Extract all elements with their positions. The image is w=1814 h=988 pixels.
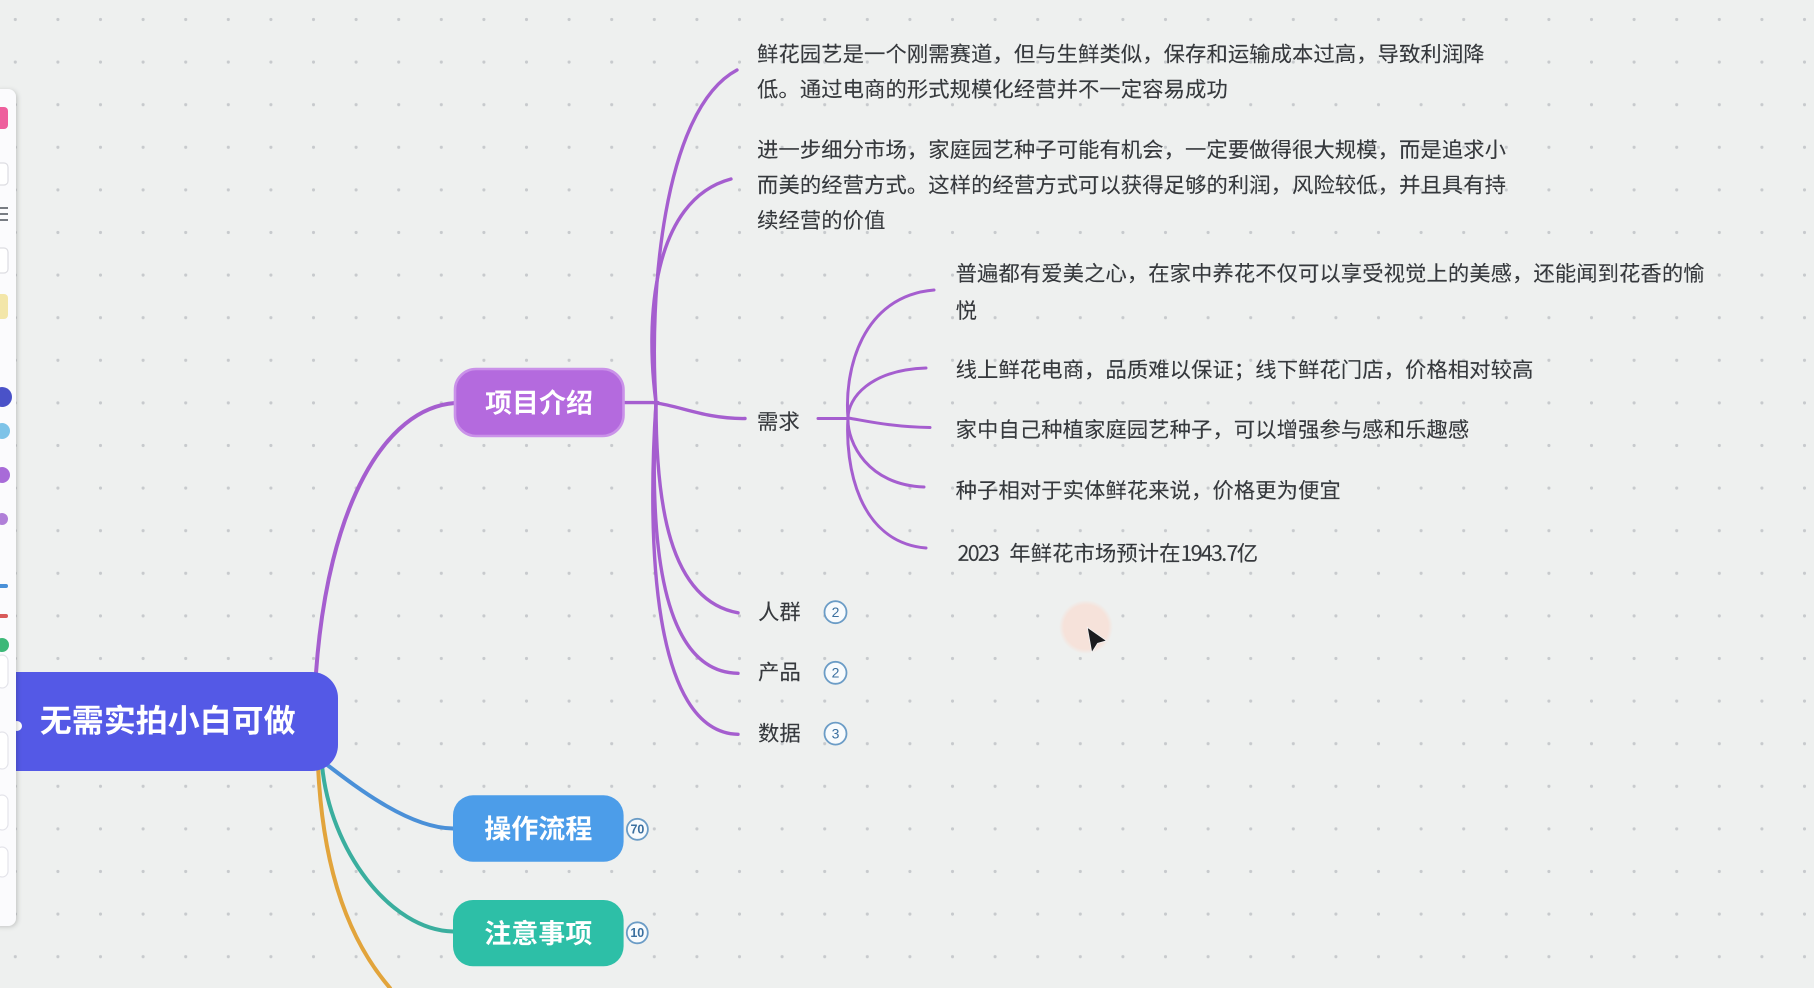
svg-text:3: 3 bbox=[832, 726, 840, 742]
svg-text:2: 2 bbox=[832, 665, 840, 681]
svg-text:2: 2 bbox=[832, 604, 840, 620]
svg-text:10: 10 bbox=[630, 926, 644, 940]
svg-text:70: 70 bbox=[630, 823, 644, 837]
